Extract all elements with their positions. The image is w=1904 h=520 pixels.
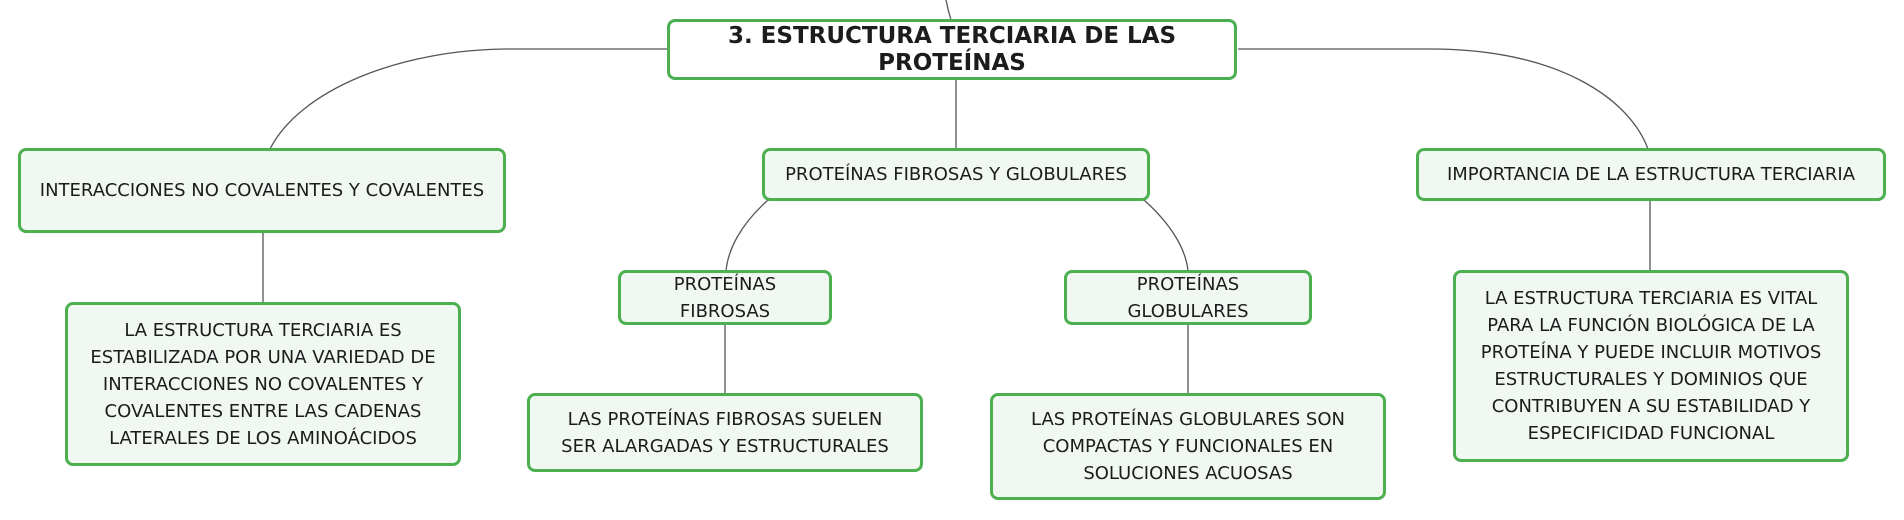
importance-node[interactable]: IMPORTANCIA DE LA ESTRUCTURA TERCIARIA bbox=[1416, 148, 1886, 201]
root-node-label: 3. ESTRUCTURA TERCIARIA DE LAS PROTEÍNAS bbox=[727, 22, 1177, 76]
connector-root-interactions bbox=[269, 48, 668, 150]
importance-detail-text: LA ESTRUCTURA TERCIARIA ES VITAL PARA LA… bbox=[1480, 288, 1822, 444]
connector-root-parent bbox=[945, 0, 952, 21]
globular-detail-text: LAS PROTEÍNAS GLOBULARES SON COMPACTAS Y… bbox=[1031, 409, 1345, 484]
interactions-detail-node[interactable]: LA ESTRUCTURA TERCIARIA ES ESTABILIZADA … bbox=[65, 302, 461, 466]
fibrous-detail-text: LAS PROTEÍNAS FIBROSAS SUELEN SER ALARGA… bbox=[561, 408, 889, 457]
globular-detail-node[interactable]: LAS PROTEÍNAS GLOBULARES SON COMPACTAS Y… bbox=[990, 393, 1386, 500]
fibrous-node-label: PROTEÍNAS FIBROSAS bbox=[673, 273, 777, 322]
globular-node[interactable]: PROTEÍNAS GLOBULARES bbox=[1064, 270, 1312, 325]
globular-node-label: PROTEÍNAS GLOBULARES bbox=[1127, 273, 1249, 322]
connector-proteins-globular bbox=[1143, 199, 1189, 272]
root-node[interactable]: 3. ESTRUCTURA TERCIARIA DE LAS PROTEÍNAS bbox=[667, 19, 1237, 80]
fibrous-detail-node[interactable]: LAS PROTEÍNAS FIBROSAS SUELEN SER ALARGA… bbox=[527, 393, 923, 472]
interactions-node[interactable]: INTERACCIONES NO COVALENTES Y COVALENTES bbox=[18, 148, 506, 233]
fibrous-node[interactable]: PROTEÍNAS FIBROSAS bbox=[618, 270, 832, 325]
proteins-node[interactable]: PROTEÍNAS FIBROSAS Y GLOBULARES bbox=[762, 148, 1150, 201]
connector-root-importance bbox=[1238, 48, 1649, 150]
connector-proteins-fibrous bbox=[725, 199, 769, 272]
importance-node-label: IMPORTANCIA DE LA ESTRUCTURA TERCIARIA bbox=[1446, 164, 1856, 185]
interactions-node-label: INTERACCIONES NO COVALENTES Y COVALENTES bbox=[39, 180, 485, 201]
proteins-node-label: PROTEÍNAS FIBROSAS Y GLOBULARES bbox=[785, 164, 1127, 185]
importance-detail-node[interactable]: LA ESTRUCTURA TERCIARIA ES VITAL PARA LA… bbox=[1453, 270, 1849, 462]
interactions-detail-text: LA ESTRUCTURA TERCIARIA ES ESTABILIZADA … bbox=[90, 319, 436, 449]
